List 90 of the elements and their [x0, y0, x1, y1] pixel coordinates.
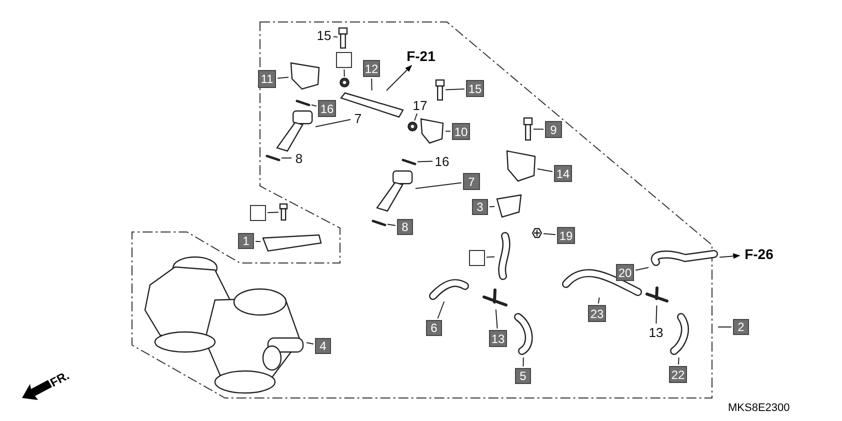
leader-line — [277, 76, 289, 79]
bolt-drawing — [338, 27, 348, 49]
diagram-code: MKS8E2300 — [728, 402, 790, 414]
leader-line — [371, 78, 372, 91]
leader-line — [598, 297, 600, 304]
callout-number: 12 — [363, 60, 380, 77]
callout-number: 15 — [316, 28, 332, 42]
callout-number: 19 — [557, 227, 575, 244]
callout-number: 22 — [669, 366, 687, 383]
callout-number: 13 — [648, 325, 664, 339]
leader-line — [495, 309, 498, 329]
leader-line — [656, 305, 658, 324]
washer-drawing — [340, 78, 350, 88]
leader-line — [255, 240, 261, 242]
joint-drawing — [646, 286, 668, 302]
leader-line — [387, 224, 396, 226]
callout-number: 16 — [318, 100, 336, 117]
seal-drawing — [372, 220, 386, 226]
hose-drawing — [650, 250, 718, 266]
leader-line — [417, 160, 433, 162]
o-ring-drawing — [402, 158, 416, 166]
leader-line — [306, 342, 314, 344]
joint-drawing — [482, 288, 508, 306]
callout-number: 3 — [472, 199, 488, 215]
leader-line — [678, 357, 680, 365]
blank-callout-box — [336, 52, 352, 68]
arrow — [719, 253, 740, 259]
leader-line — [267, 212, 279, 214]
callout-number: 17 — [412, 98, 428, 112]
leader-line — [537, 168, 553, 172]
hose-drawing — [429, 279, 469, 300]
leader-line — [533, 128, 544, 130]
direction-label: FR. — [48, 368, 72, 390]
blank-callout-box — [250, 205, 266, 221]
injector-drawing — [276, 110, 313, 152]
callout-number: 4 — [315, 338, 331, 354]
leader-line — [489, 206, 495, 208]
callout-number: 23 — [588, 305, 606, 322]
connector-drawing — [290, 62, 320, 90]
stay-drawing — [496, 194, 522, 218]
leader-line — [445, 130, 451, 132]
bolt-drawing — [523, 117, 533, 141]
connector-drawing — [420, 118, 444, 144]
o-ring-drawing — [296, 100, 310, 106]
hose-drawing — [670, 313, 689, 355]
leader-line — [333, 36, 338, 38]
callout-number: 9 — [545, 121, 562, 138]
leader-line — [445, 88, 465, 90]
callout-number: 6 — [426, 320, 442, 336]
callout-number: 15 — [466, 80, 484, 97]
callout-number: 13 — [489, 330, 507, 347]
callout-number: 8 — [397, 219, 413, 235]
hose-drawing — [562, 269, 642, 296]
seal-drawing — [266, 154, 280, 162]
callout-number: 8 — [293, 151, 305, 165]
leader-line — [344, 69, 345, 77]
leader-line — [437, 301, 445, 319]
sensor-drawing — [506, 150, 536, 182]
leader-line — [522, 357, 524, 367]
callout-number: 20 — [616, 264, 634, 281]
arrow — [386, 65, 412, 91]
reference-label: F-21 — [404, 48, 438, 64]
injector-drawing — [376, 170, 413, 212]
throttle-body-drawing — [144, 256, 304, 394]
callout-number: 16 — [434, 154, 450, 168]
reference-label: F-26 — [741, 246, 777, 262]
blank-callout-box — [469, 250, 485, 266]
callout-number: 14 — [554, 165, 572, 182]
callout-number: 11 — [258, 70, 276, 88]
callout-number: 7 — [352, 111, 364, 125]
bolt-drawing — [279, 203, 288, 221]
leader-line — [415, 182, 462, 189]
leader-line — [315, 119, 351, 128]
leader-line — [543, 233, 556, 236]
hose-drawing — [498, 232, 510, 280]
callout-number: 2 — [733, 319, 749, 335]
leader-line — [718, 326, 732, 328]
screw-drawing — [532, 228, 542, 238]
leader-line — [486, 256, 495, 258]
o-ring-drawing — [408, 122, 418, 132]
callout-number: 7 — [463, 173, 480, 190]
hose-drawing — [514, 313, 533, 355]
bolt-drawing — [435, 79, 445, 101]
callout-number: 5 — [515, 368, 531, 384]
bracket-drawing — [262, 234, 322, 252]
leader-line — [635, 267, 649, 271]
callout-number: 1 — [238, 233, 254, 249]
leader-line — [311, 104, 317, 107]
leader-line — [414, 113, 418, 121]
callout-number: 10 — [452, 123, 470, 140]
